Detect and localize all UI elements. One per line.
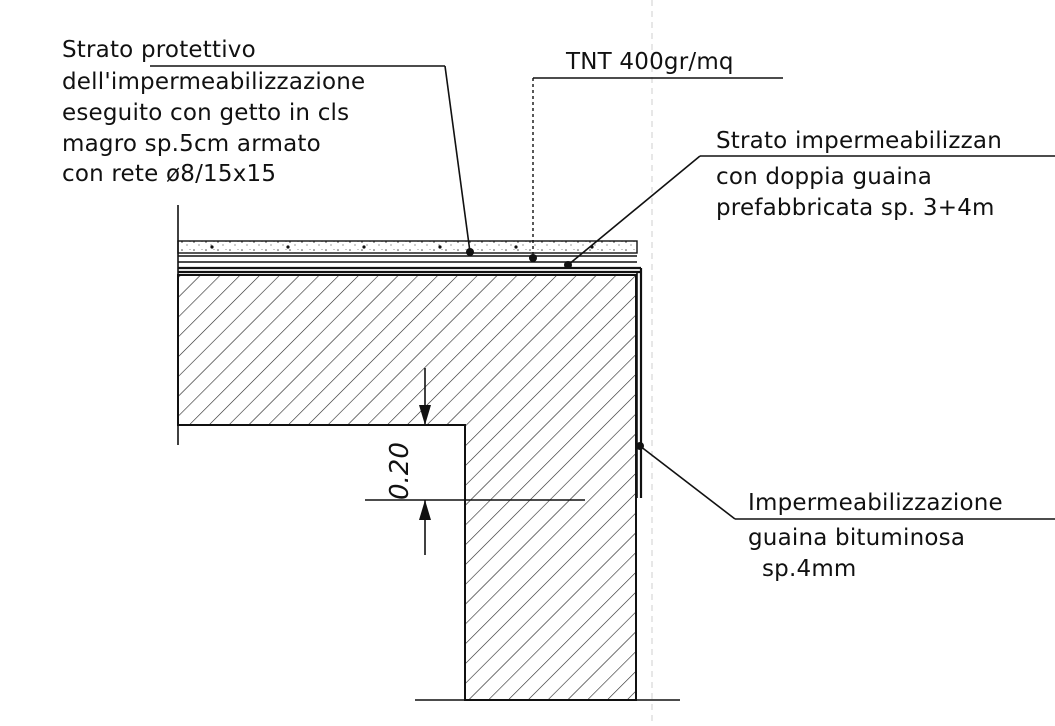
dimension-value: 0.20 <box>385 442 415 500</box>
protective-label-line-3: eseguito con getto in cls <box>62 100 349 126</box>
protective-label-line-4: magro sp.5cm armato <box>62 131 321 157</box>
waterproof-label-line-2: con doppia guaina <box>716 164 932 190</box>
waterproof-leader-line <box>567 155 701 266</box>
tnt-label: TNT 400gr/mq <box>565 49 734 75</box>
dimension-0-20 <box>178 368 585 555</box>
bitumen-membrane-label: Impermeabilizzazione guaina bituminosa s… <box>748 490 1003 582</box>
waterproof-label-line-1: Strato impermeabilizzan <box>716 128 1002 154</box>
waterproof-leader-dot <box>564 261 572 269</box>
bitumen-label-line-1: Impermeabilizzazione <box>748 490 1003 516</box>
protective-leader-line <box>444 65 471 253</box>
protective-leader-dot <box>466 248 474 256</box>
protective-label-line-1: Strato protettivo <box>62 37 256 63</box>
bitumen-leader-dot <box>636 442 644 450</box>
protective-layer-label: Strato protettivo dell'impermeabilizzazi… <box>62 37 365 187</box>
waterproof-label-line-3: prefabbricata sp. 3+4m <box>716 195 995 221</box>
protective-label-line-5: con rete ø8/15x15 <box>62 161 276 187</box>
protective-label-line-2: dell'impermeabilizzazione <box>62 69 365 95</box>
bitumen-label-line-3: sp.4mm <box>762 556 857 582</box>
tnt-leader-dot <box>529 254 537 262</box>
bitumen-label-line-2: guaina bituminosa <box>748 525 965 551</box>
rebar-dots <box>210 245 594 249</box>
protective-screed-layer <box>177 240 638 254</box>
bitumen-leader-line <box>639 445 736 520</box>
waterproof-layer-label: Strato impermeabilizzan con doppia guain… <box>716 128 1002 221</box>
